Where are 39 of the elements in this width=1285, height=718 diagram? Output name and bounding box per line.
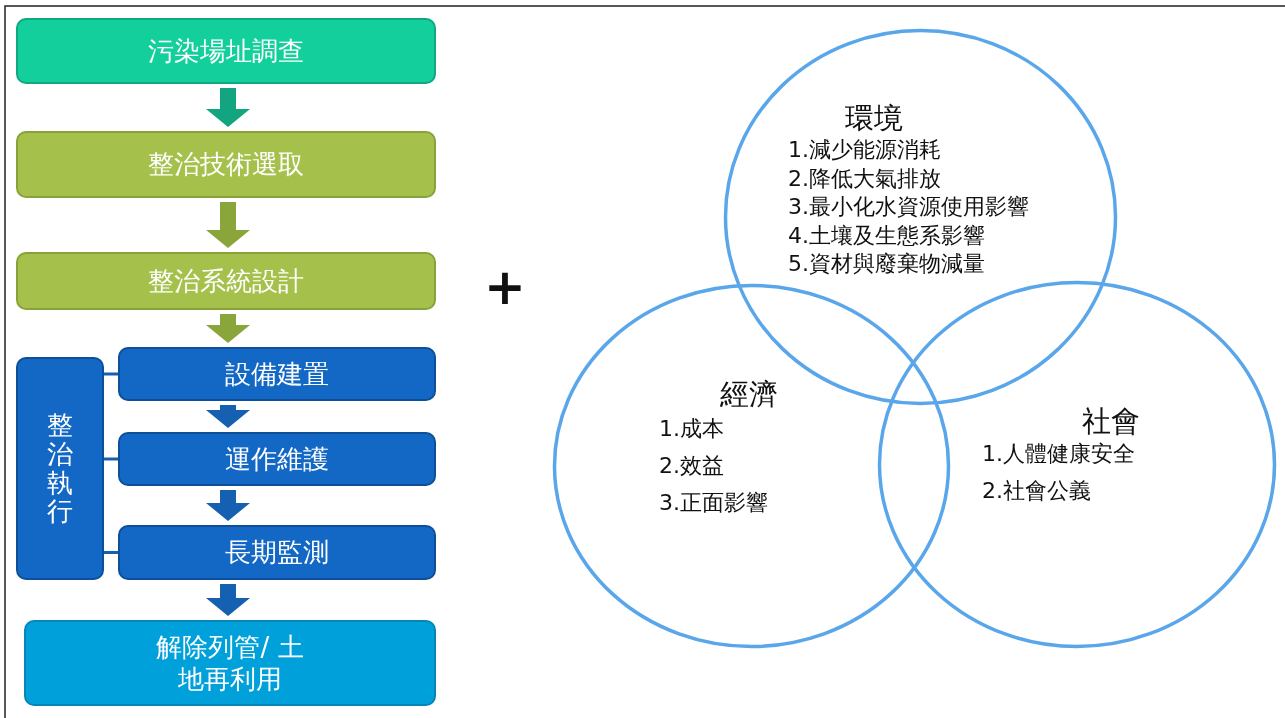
block-arrow <box>206 584 250 616</box>
block-arrow <box>206 88 250 127</box>
list-item: 4.土壤及生態系影響 <box>788 221 985 250</box>
list-item: 2.社會公義 <box>982 477 1091 505</box>
process-box <box>16 252 436 310</box>
list-item: 1.減少能源消耗 <box>788 136 941 164</box>
list-item: 3.最小化水資源使用影響 <box>788 193 1029 221</box>
connector-line <box>104 457 118 461</box>
box-label: 長期監測 <box>225 536 329 569</box>
list-item: 1.人體健康安全 <box>982 440 1135 468</box>
process-box <box>16 357 104 580</box>
process-box <box>118 432 436 486</box>
plus-sign: + <box>484 262 526 312</box>
process-box <box>16 18 436 84</box>
process-box <box>24 620 436 706</box>
list-item: 3.正面影響 <box>659 489 768 517</box>
block-arrow <box>206 405 250 428</box>
block-arrow <box>206 314 250 343</box>
box-label: 解除列管/ 土地再利用 <box>155 630 305 696</box>
circle-title: 經濟 <box>720 376 778 413</box>
list-item: 2.降低大氣排放 <box>788 164 941 193</box>
box-label: 運作維護 <box>225 442 329 476</box>
connector-line <box>104 372 118 376</box>
list-item: 5.資材與廢棄物減量 <box>788 250 985 278</box>
process-box <box>118 347 436 401</box>
box-label: 整治技術選取 <box>148 148 304 181</box>
process-box <box>16 131 436 198</box>
box-label: 整治系統設計 <box>148 264 304 298</box>
box-label: 設備建置 <box>225 357 329 391</box>
process-box <box>118 525 436 580</box>
box-label: 整治執行 <box>47 411 73 526</box>
block-arrow <box>206 202 250 248</box>
list-item: 1.成本 <box>659 415 724 443</box>
box-label: 污染場址調查 <box>148 34 304 68</box>
connector-line <box>104 551 118 554</box>
list-item: 2.效益 <box>659 452 724 480</box>
block-arrow <box>206 490 250 521</box>
circle-title: 環境 <box>845 100 903 137</box>
circle-title: 社會 <box>1082 403 1140 440</box>
